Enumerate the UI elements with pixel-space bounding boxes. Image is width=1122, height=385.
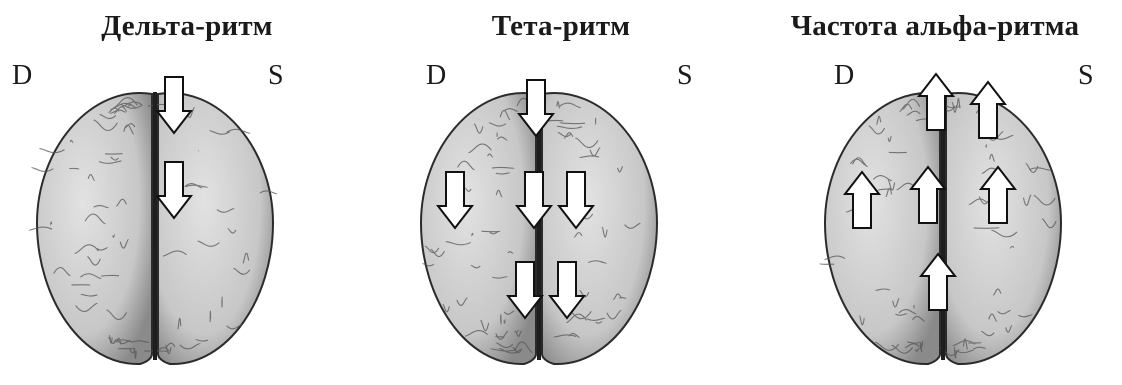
panel-alpha-frequency: Частота альфа-ритма D S: [748, 0, 1122, 385]
panel-delta-rhythm: Дельта-ритм D S: [0, 0, 374, 385]
right-hemisphere: [946, 93, 1061, 364]
right-hemisphere: [158, 93, 273, 364]
panel-theta-rhythm: Тета-ритм D S: [374, 0, 748, 385]
brain-top-view: [0, 0, 374, 385]
left-hemisphere: [825, 93, 940, 364]
left-hemisphere: [421, 93, 536, 364]
left-hemisphere: [37, 93, 152, 364]
brain-top-view: [374, 0, 748, 385]
brain-top-view: [748, 0, 1122, 385]
